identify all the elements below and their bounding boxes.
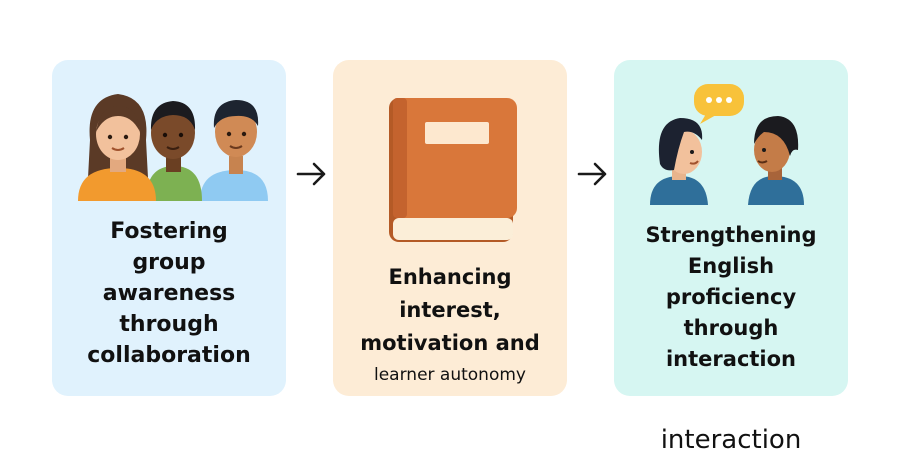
speech-bubble-icon (694, 84, 744, 124)
step-card-collaboration: Fostering group awareness through collab… (52, 60, 286, 396)
step-card-interaction: Strengthening English proficiency throug… (614, 60, 848, 396)
arrow-right-icon (296, 162, 326, 186)
step-label: Strengthening English proficiency throug… (645, 223, 817, 371)
conversation-icon (650, 84, 804, 205)
group-of-people-icon (78, 94, 268, 201)
step-label: Fostering group awareness through collab… (87, 219, 251, 368)
book-icon (389, 98, 517, 242)
footer-label: interaction (660, 425, 802, 455)
step-card-motivation: Enhancing interest, motivation and learn… (333, 60, 567, 396)
step-label: Enhancing interest, motivation and (360, 265, 540, 355)
arrow-right-icon (577, 162, 607, 186)
step-sublabel: learner autonomy (374, 365, 526, 385)
